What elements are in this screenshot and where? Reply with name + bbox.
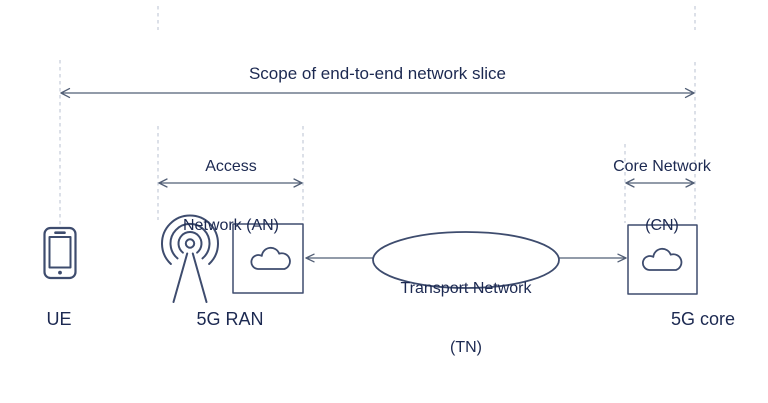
cloud-icon [250, 246, 291, 270]
tn-to-ran-arrow [305, 253, 374, 263]
access-network-label-line1: Access [205, 158, 257, 175]
dashed-guides [59, 6, 696, 226]
core-network-arrow [625, 178, 695, 188]
access-network-arrow [158, 178, 303, 188]
scope-label: Scope of end-to-end network slice [248, 64, 507, 83]
core-label: 5G core [670, 309, 736, 329]
scope-arrow [60, 87, 695, 99]
core-network-label-line1: Core Network [613, 158, 711, 175]
ran-label: 5G RAN [196, 309, 264, 329]
transport-network-ellipse [372, 231, 560, 289]
core-network-label: Core Network (CN) [562, 118, 762, 274]
core-cloud-box-icon [627, 224, 698, 295]
cloud-icon [641, 247, 683, 271]
tn-to-core-arrow [558, 253, 627, 263]
access-network-label: Access Network (AN) [131, 118, 331, 274]
transport-network-label-line2: (TN) [450, 338, 482, 356]
ue-label: UE [46, 309, 72, 329]
antenna-icon [161, 214, 219, 303]
access-network-label-line2: Network (AN) [182, 216, 279, 234]
ran-cloud-box-icon [232, 223, 304, 294]
transport-network-label-line1: Transport Network [400, 280, 532, 297]
transport-network-label: Transport Network (TN) [366, 240, 566, 396]
core-network-label-line2: (CN) [645, 216, 679, 234]
smartphone-icon [43, 226, 77, 280]
